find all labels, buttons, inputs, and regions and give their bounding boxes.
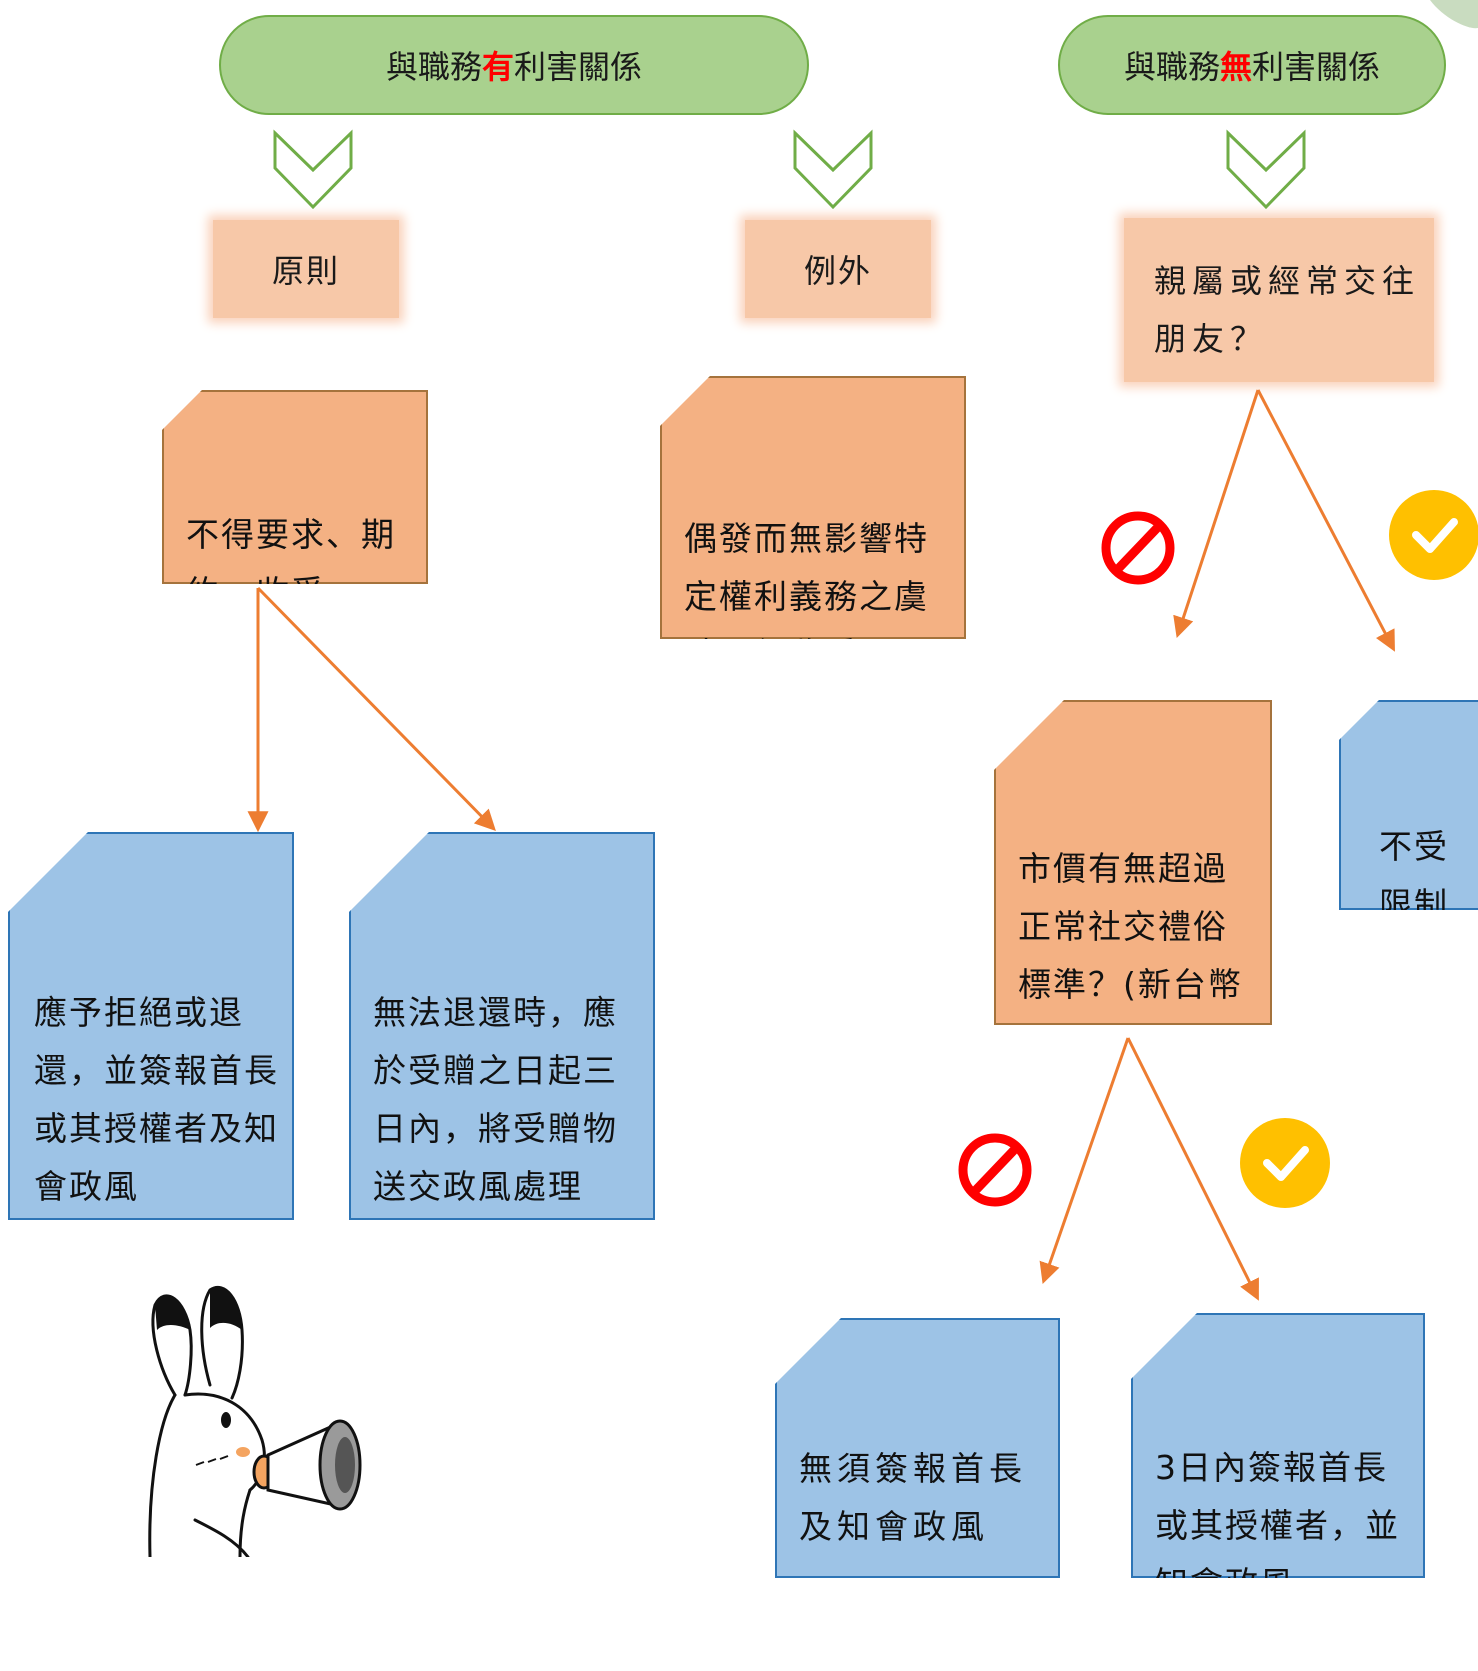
- principle-box: 原則: [213, 220, 399, 318]
- prohibited-icon: [1101, 511, 1175, 585]
- exception-label: 例外: [803, 252, 872, 290]
- arrow-to-no-restriction: [1256, 389, 1395, 652]
- header-without-interest-after: 利害關係: [1252, 48, 1381, 86]
- market-value-text: 市價有無超過正常社交禮俗標準？(新台幣 3,000 元): [1018, 849, 1243, 1062]
- arrow-to-report: [1126, 1037, 1259, 1301]
- principle-rule-card: 不得要求、期約、收受: [162, 390, 428, 584]
- relative-question-box: 親屬或經常交往朋友？: [1124, 218, 1434, 382]
- arrow-to-cannot-return: [256, 586, 496, 832]
- header-without-interest-before: 與職務: [1123, 48, 1220, 86]
- check-circle-icon: [1240, 1118, 1330, 1208]
- exception-rule-card: 偶發而無影響特定權利義務之虞時，得收受: [660, 376, 966, 639]
- leaf-decoration-icon: [1430, 0, 1478, 29]
- header-without-interest-highlight: 無: [1219, 48, 1252, 86]
- chevron-down-icon: [273, 129, 353, 210]
- exception-box: 例外: [745, 220, 931, 318]
- header-with-interest-after: 利害關係: [514, 48, 643, 86]
- chevron-down-icon: [793, 129, 873, 210]
- no-report-card: 無須簽報首長及知會政風: [775, 1318, 1060, 1578]
- principle-label: 原則: [271, 252, 340, 290]
- no-report-text: 無須簽報首長及知會政風: [799, 1449, 1027, 1546]
- chevron-down-icon: [1226, 129, 1306, 210]
- arrow-to-no-report: [1039, 1037, 1130, 1284]
- check-circle-icon: [1389, 490, 1478, 580]
- refuse-action-text: 應予拒絕或退還，並簽報首長或其授權者及知會政風: [34, 993, 279, 1206]
- header-with-interest: 與職務有利害關係: [219, 15, 809, 115]
- cannot-return-text: 無法退還時，應於受贈之日起三日內，將受贈物送交政風處理: [373, 993, 618, 1206]
- header-without-interest: 與職務無利害關係: [1058, 15, 1446, 115]
- relative-question-text: 親屬或經常交往朋友？: [1154, 262, 1421, 358]
- exception-rule-text: 偶發而無影響特定權利義務之虞時，得收受: [684, 519, 929, 674]
- prohibited-icon: [958, 1133, 1032, 1207]
- cannot-return-card: 無法退還時，應於受贈之日起三日內，將受贈物送交政風處理: [349, 832, 655, 1220]
- rabbit-megaphone-illustration: [148, 1286, 266, 1557]
- no-restriction-card: 不受限制: [1339, 700, 1478, 910]
- diagram-connectors: [148, 0, 1478, 1557]
- no-restriction-text: 不受限制: [1379, 827, 1449, 924]
- refuse-action-card: 應予拒絕或退還，並簽報首長或其授權者及知會政風: [8, 832, 294, 1220]
- principle-rule-text: 不得要求、期約、收受: [186, 515, 396, 612]
- header-with-interest-highlight: 有: [481, 48, 514, 86]
- market-value-card: 市價有無超過正常社交禮俗標準？(新台幣 3,000 元): [994, 700, 1272, 1025]
- arrow-to-market-value: [1173, 389, 1260, 638]
- header-with-interest-before: 與職務: [385, 48, 482, 86]
